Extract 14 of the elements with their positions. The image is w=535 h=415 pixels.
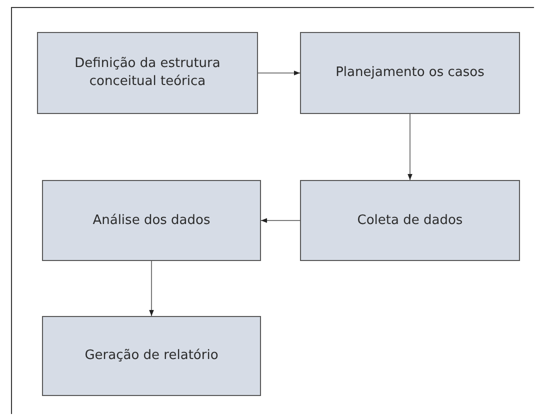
step-label: Geração de relatório: [84, 347, 218, 365]
process-box: [42, 316, 261, 396]
step-label: Coleta de dados: [357, 212, 463, 230]
step-label: Planejamento os casos: [336, 64, 484, 82]
arrow: [149, 260, 154, 316]
arrow: [408, 114, 412, 180]
process-box: [300, 32, 520, 114]
process-box: [37, 32, 258, 114]
process-box: [300, 180, 520, 261]
process-box: [42, 180, 261, 261]
step-label: Definição da estrutura conceitual teórica: [74, 55, 222, 91]
arrow: [258, 70, 300, 76]
arrow: [260, 218, 300, 223]
step-label: Análise dos dados: [92, 212, 210, 230]
